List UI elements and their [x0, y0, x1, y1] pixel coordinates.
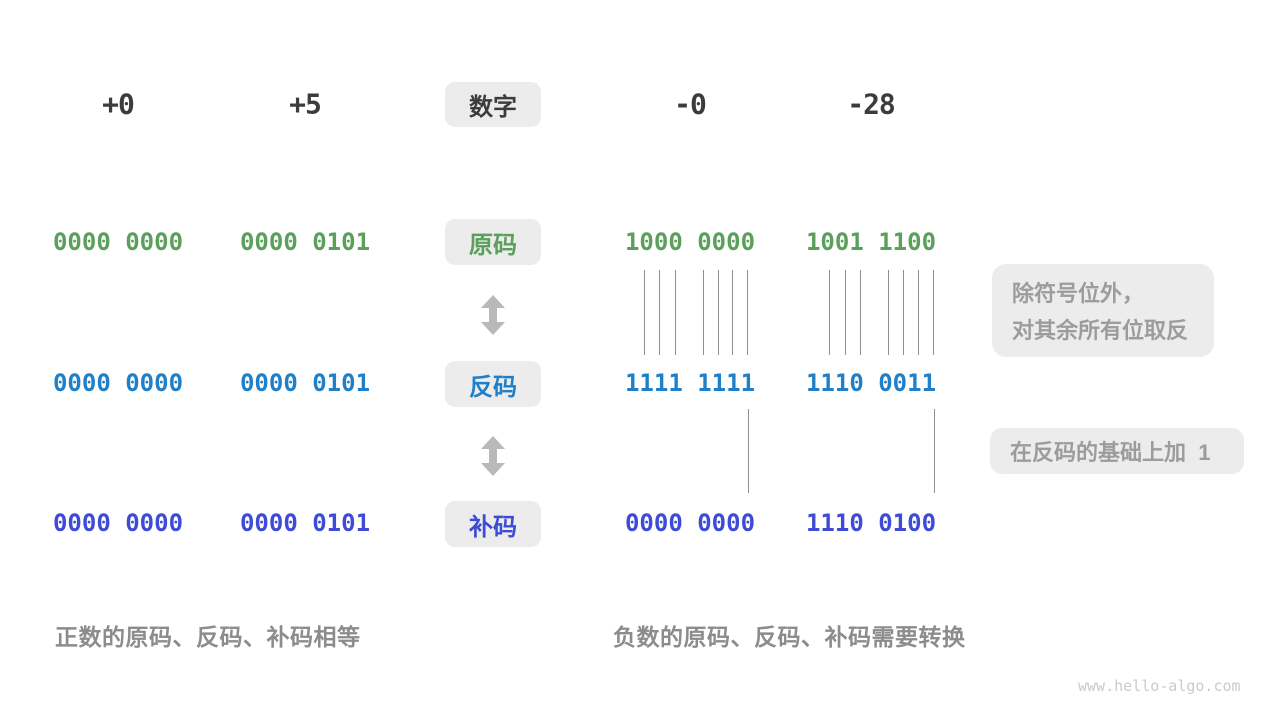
- binary-ones-complement-col1: 0000 0000: [52, 369, 184, 397]
- chip-ones-complement-label: 反码: [469, 373, 517, 401]
- watermark-hello-algo: www.hello-algo.com: [1078, 677, 1241, 695]
- bit-connector-line: [860, 270, 861, 355]
- annotation-invert-bits: 除符号位外， 对其余所有位取反: [992, 264, 1214, 357]
- number-plus-zero: +0: [102, 87, 135, 121]
- binary-sign-magnitude-col4: 1001 1100: [805, 228, 937, 256]
- number-plus-five: +5: [289, 87, 322, 121]
- chip-sign-magnitude-label: 原码: [469, 231, 517, 259]
- chip-ones-complement: 反码: [445, 361, 541, 407]
- binary-ones-complement-col3: 1111 1111: [624, 369, 756, 397]
- bit-connector-line: [934, 409, 935, 493]
- bit-connector-line: [675, 270, 676, 355]
- up-down-arrow-icon: [481, 295, 505, 335]
- chip-twos-complement-label: 补码: [469, 513, 517, 541]
- bit-connector-line: [659, 270, 660, 355]
- chip-number: 数字: [445, 82, 541, 127]
- caption-negative-numbers: 负数的原码、反码、补码需要转换: [613, 624, 966, 650]
- bit-connector-line: [732, 270, 733, 355]
- binary-twos-complement-col3: 0000 0000: [624, 509, 756, 537]
- chip-number-label: 数字: [469, 94, 517, 121]
- bit-connector-line: [747, 270, 748, 355]
- bit-connector-line: [918, 270, 919, 355]
- binary-sign-magnitude-col1: 0000 0000: [52, 228, 184, 256]
- annotation-add-one-text: 在反码的基础上加 1: [1010, 440, 1211, 465]
- annotation-invert-line2: 对其余所有位取反: [1012, 318, 1189, 343]
- bit-connector-line: [845, 270, 846, 355]
- number-minus-twenty-eight: -28: [847, 87, 896, 121]
- bit-connector-line: [703, 270, 704, 355]
- binary-sign-magnitude-col2: 0000 0101: [239, 228, 371, 256]
- binary-ones-complement-col4: 1110 0011: [805, 369, 937, 397]
- chip-twos-complement: 补码: [445, 501, 541, 547]
- bit-connector-line: [933, 270, 934, 355]
- binary-ones-complement-col2: 0000 0101: [239, 369, 371, 397]
- up-down-arrow-icon: [481, 436, 505, 476]
- bit-connector-line: [748, 409, 749, 493]
- binary-sign-magnitude-col3: 1000 0000: [624, 228, 756, 256]
- bit-connector-line: [903, 270, 904, 355]
- bit-connector-line: [888, 270, 889, 355]
- binary-twos-complement-col2: 0000 0101: [239, 509, 371, 537]
- binary-twos-complement-col1: 0000 0000: [52, 509, 184, 537]
- annotation-invert-line1: 除符号位外，: [1012, 281, 1145, 306]
- caption-positive-numbers: 正数的原码、反码、补码相等: [55, 624, 361, 650]
- chip-sign-magnitude: 原码: [445, 219, 541, 265]
- bit-connector-line: [644, 270, 645, 355]
- bit-connector-line: [829, 270, 830, 355]
- annotation-add-one: 在反码的基础上加 1: [990, 428, 1244, 474]
- binary-twos-complement-col4: 1110 0100: [805, 509, 937, 537]
- bit-connector-line: [718, 270, 719, 355]
- number-minus-zero: -0: [674, 87, 707, 121]
